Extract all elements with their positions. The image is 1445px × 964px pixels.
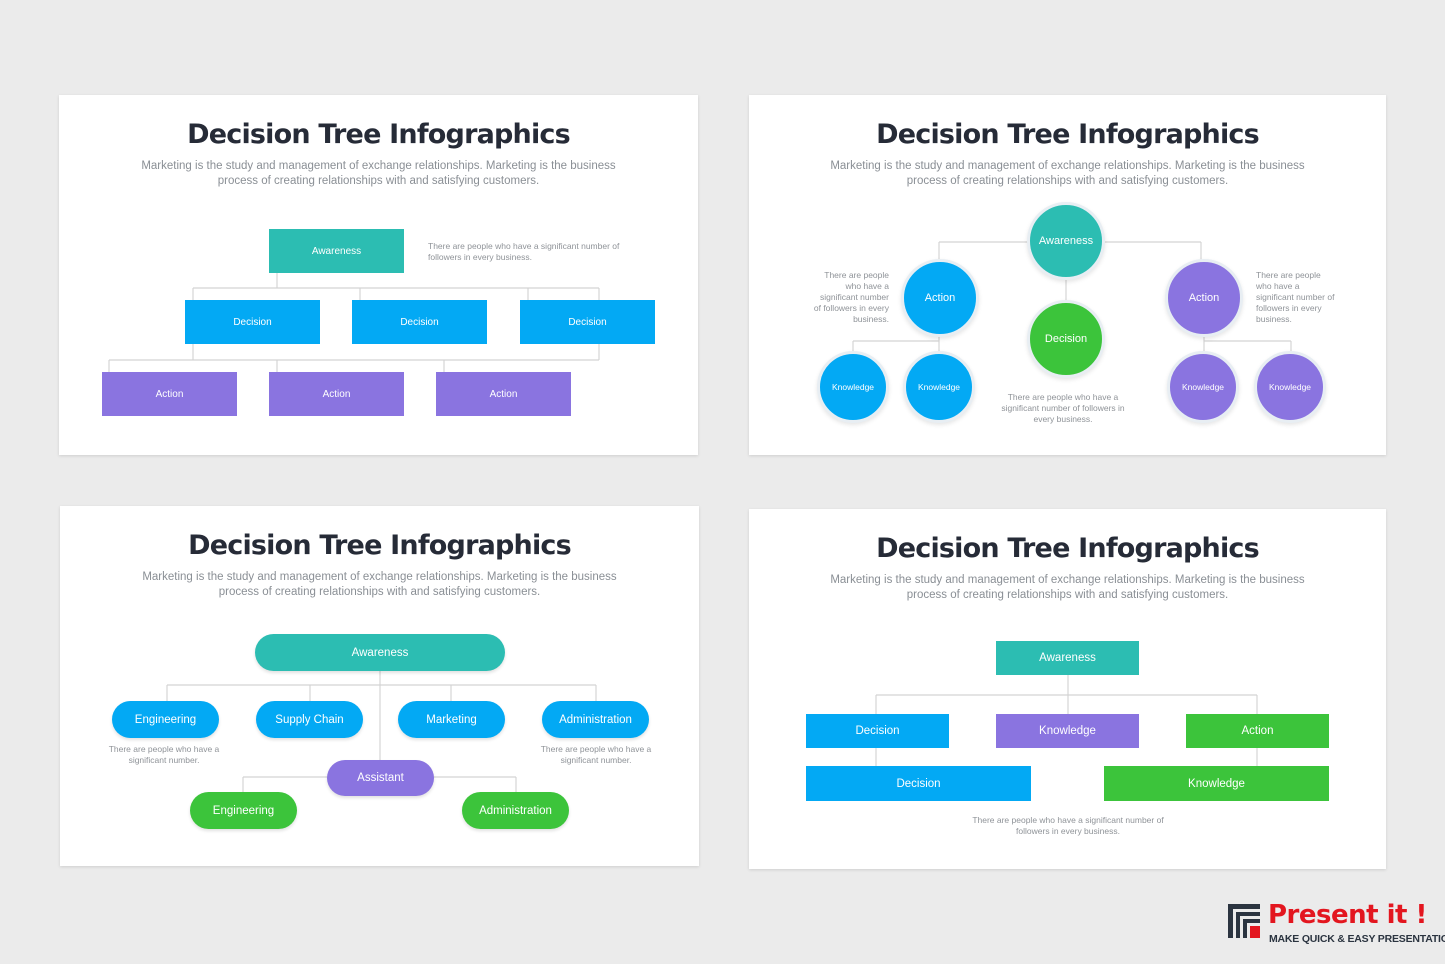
awareness-node: Awareness [269, 229, 404, 273]
decision-node: Decision [352, 300, 487, 344]
slide-title: Decision Tree Infographics [187, 119, 571, 150]
slide-title: Decision Tree Infographics [876, 119, 1260, 150]
action-node: Action [436, 372, 571, 416]
decision-node: Decision [185, 300, 320, 344]
slide-title: Decision Tree Infographics [188, 530, 572, 561]
node-note-right: There are people who have a significant … [540, 744, 652, 765]
action-node-left: Action [901, 259, 979, 337]
awareness-node: Awareness [996, 641, 1139, 675]
slide-pill-tree: Decision Tree Infographics Marketing is … [60, 506, 699, 866]
action-node: Action [269, 372, 404, 416]
action-node: Action [1186, 714, 1329, 748]
leaf-node: Engineering [190, 792, 297, 829]
node-note-left: There are people who have a significant … [813, 270, 889, 324]
connector-lines [108, 273, 600, 372]
connector-lines [166, 671, 597, 792]
node-note-right: There are people who have a significant … [1256, 270, 1335, 324]
knowledge-node-wide: Knowledge [1104, 766, 1329, 801]
branch-node: Engineering [112, 701, 219, 738]
leaf-node: Administration [462, 792, 569, 829]
action-node-right: Action [1165, 259, 1243, 337]
decision-node: Decision [806, 714, 949, 748]
logo-icon [1228, 904, 1260, 938]
slide-subtitle: Marketing is the study and management of… [830, 160, 1305, 187]
slide-subtitle: Marketing is the study and management of… [141, 160, 616, 187]
awareness-node: Awareness [1027, 202, 1105, 280]
knowledge-node: Knowledge [1167, 351, 1239, 423]
decision-node-wide: Decision [806, 766, 1031, 801]
slide-circle-tree: Decision Tree Infographics Marketing is … [749, 95, 1386, 455]
slide-rect-tree: Decision Tree Infographics Marketing is … [749, 509, 1386, 869]
slide-title: Decision Tree Infographics [876, 533, 1260, 564]
assistant-node: Assistant [327, 760, 434, 796]
branch-node: Supply Chain [256, 701, 363, 738]
node-note-left: There are people who have a significant … [108, 744, 220, 765]
branch-node: Marketing [398, 701, 505, 738]
node-note-center: There are people who have a significant … [1001, 392, 1125, 424]
slide-box-tree: Decision Tree Infographics Marketing is … [59, 95, 698, 455]
decision-node: Decision [520, 300, 655, 344]
awareness-node: Awareness [255, 634, 505, 671]
logo-name: Present it ! [1268, 900, 1427, 930]
knowledge-node: Knowledge [817, 351, 889, 423]
slide-subtitle: Marketing is the study and management of… [142, 571, 617, 598]
slide-subtitle: Marketing is the study and management of… [830, 574, 1305, 601]
logo-tagline: MAKE QUICK & EASY PRESENTATIONS [1269, 933, 1445, 945]
decision-node: Decision [1027, 300, 1105, 378]
brand-logo: Present it ! MAKE QUICK & EASY PRESENTAT… [1226, 900, 1445, 950]
connector-lines [875, 675, 1258, 766]
node-note: There are people who have a significant … [972, 815, 1164, 836]
knowledge-node: Knowledge [903, 351, 975, 423]
node-note: There are people who have a significant … [428, 241, 620, 262]
knowledge-node: Knowledge [996, 714, 1139, 748]
knowledge-node: Knowledge [1254, 351, 1326, 423]
action-node: Action [102, 372, 237, 416]
branch-node: Administration [542, 701, 649, 738]
